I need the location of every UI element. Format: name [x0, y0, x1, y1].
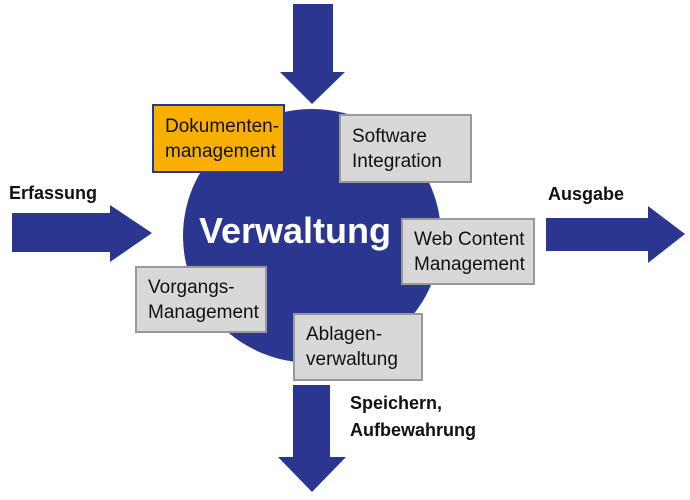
ausgabe-arrow-icon — [546, 206, 685, 263]
box-line: Web Content — [414, 228, 525, 250]
verwaltung-label: Verwaltung — [198, 210, 392, 251]
box-line: Dokumenten- — [165, 115, 280, 137]
erfassung-label: Erfassung — [9, 183, 98, 203]
box-software-integration: Software Integration — [339, 114, 472, 183]
box-line: verwaltung — [306, 349, 398, 370]
speichern-aufbewahrung-label: Speichern, Aufbewahrung — [350, 390, 476, 444]
box-line: Management — [414, 253, 525, 275]
box-dokumentenmanagement: Dokumenten- management — [152, 104, 285, 173]
inflow-top-arrow-icon — [280, 4, 345, 104]
box-line: Vorgangs- — [148, 276, 235, 298]
box-vorgangs-management: Vorgangs- Management — [135, 266, 267, 333]
box-line: management — [165, 140, 276, 162]
ausgabe-label: Ausgabe — [548, 184, 625, 204]
box-ablagenverwaltung: Ablagen- verwaltung — [293, 313, 423, 381]
box-web-content-management: Web Content Management — [401, 218, 535, 285]
box-line: Ablagen- — [306, 324, 383, 345]
speichern-label-line: Aufbewahrung — [350, 420, 476, 440]
box-line: Software — [352, 125, 427, 147]
box-line: Integration — [352, 150, 442, 172]
speichern-label-line: Speichern, — [350, 393, 443, 413]
speichern-arrow-icon — [278, 385, 346, 492]
erfassung-arrow-icon — [12, 205, 152, 262]
box-line: Management — [148, 301, 259, 323]
